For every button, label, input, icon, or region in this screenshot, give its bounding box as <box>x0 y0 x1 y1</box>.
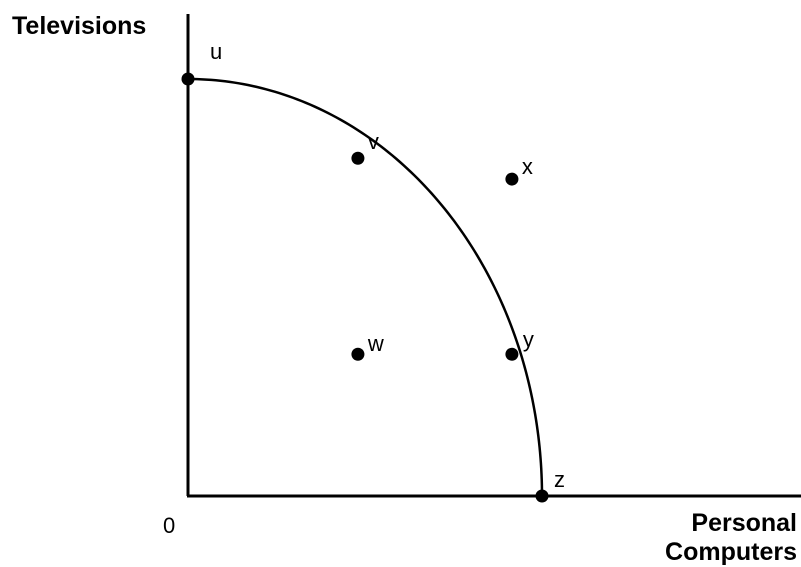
point-u-label: u <box>210 39 222 64</box>
point-w-label: w <box>367 331 384 356</box>
point-v-marker <box>351 151 365 165</box>
point-y-marker <box>505 347 519 361</box>
ppf-curve <box>187 77 544 497</box>
x-axis-title-line-2: Computers <box>665 538 797 566</box>
point-u-marker <box>181 72 195 86</box>
point-x-label: x <box>522 154 533 179</box>
point-x-marker <box>505 172 519 186</box>
points-layer: u v x w y z <box>181 39 565 503</box>
y-axis-title: Televisions <box>12 12 146 40</box>
origin-label: 0 <box>163 513 175 538</box>
point-v-label: v <box>368 129 379 154</box>
point-z-label: z <box>554 467 565 492</box>
point-w-marker <box>351 347 365 361</box>
point-z-marker <box>535 489 549 503</box>
point-y-label: y <box>523 327 534 352</box>
x-axis-title-line-1: Personal <box>691 509 797 537</box>
